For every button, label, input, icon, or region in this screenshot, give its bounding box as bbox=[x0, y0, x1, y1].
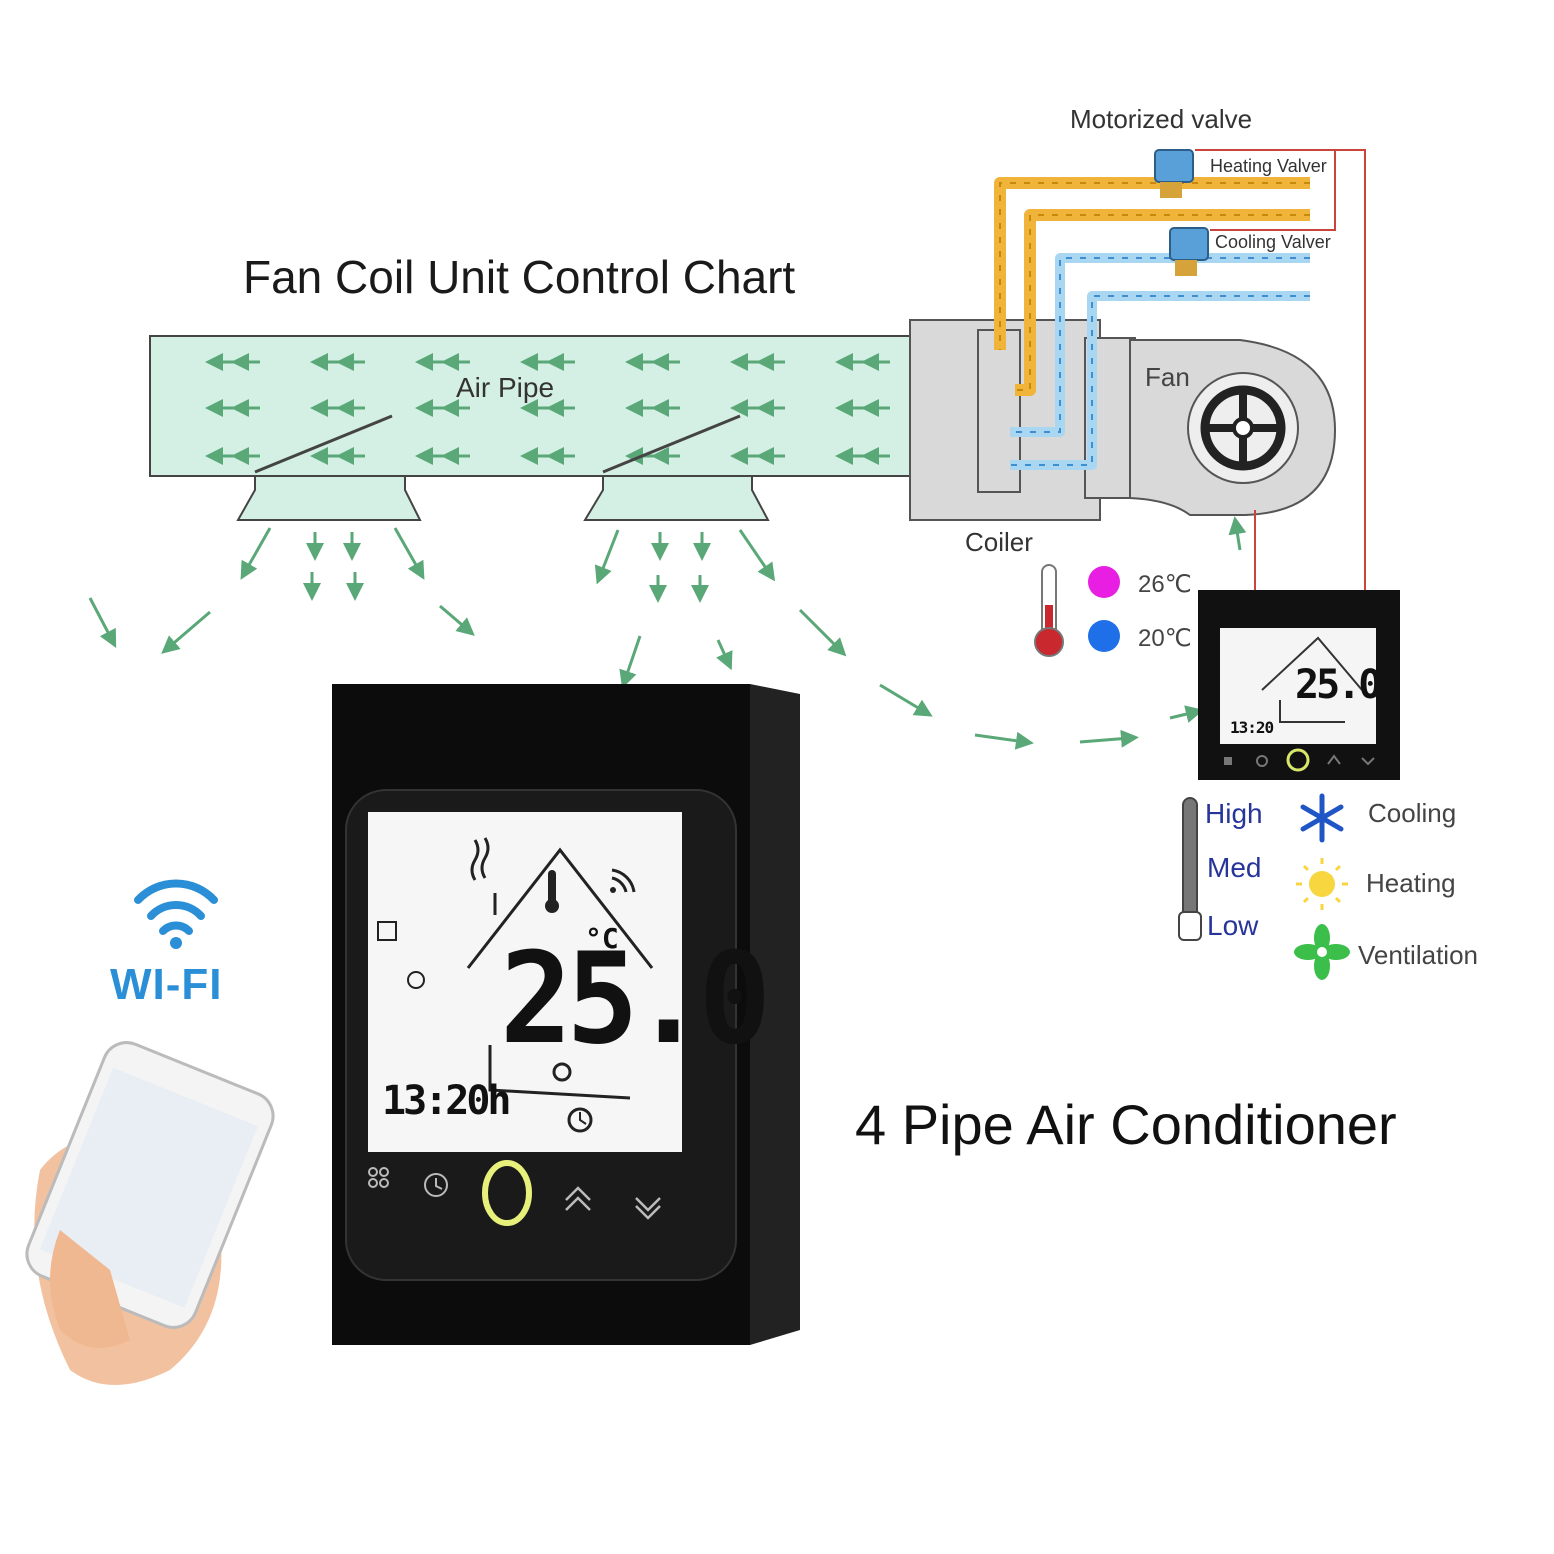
thermostat-time: 13:20h bbox=[382, 1078, 511, 1124]
down-button[interactable] bbox=[635, 1197, 661, 1220]
air-arrow bbox=[88, 597, 117, 648]
air-pipe-label: Air Pipe bbox=[456, 372, 555, 403]
air-arrow bbox=[716, 639, 733, 671]
air-arrow bbox=[974, 731, 1034, 750]
cooling-valve-icon bbox=[1169, 227, 1209, 276]
warm-temp-dot bbox=[1088, 566, 1120, 598]
air-arrow bbox=[1079, 729, 1139, 748]
clock-button[interactable] bbox=[424, 1173, 448, 1197]
sun-icon bbox=[1296, 858, 1348, 910]
air-arrow bbox=[161, 610, 211, 654]
fan-speed-high: High bbox=[1205, 798, 1263, 829]
smartphone-icon bbox=[25, 1041, 275, 1385]
air-diffuser-left bbox=[236, 414, 422, 521]
warm-temp-label: 26℃ bbox=[1138, 571, 1192, 598]
air-arrow bbox=[879, 683, 933, 717]
cool-temp-dot bbox=[1088, 620, 1120, 652]
fan-speed-med: Med bbox=[1207, 852, 1262, 883]
ventilation-icon bbox=[1294, 924, 1350, 980]
wifi-label: WI-FI bbox=[110, 960, 223, 1009]
product-title: 4 Pipe Air Conditioner bbox=[855, 1093, 1397, 1156]
mode-cooling-label: Cooling bbox=[1368, 798, 1457, 828]
mini-thermostat-time: 13:20 bbox=[1230, 718, 1274, 737]
air-arrow bbox=[439, 604, 475, 636]
coiler-label: Coiler bbox=[965, 527, 1033, 557]
coil-unit bbox=[909, 319, 1136, 521]
cold-pipe-dashes bbox=[1010, 257, 1310, 466]
hot-pipe-dashes bbox=[999, 182, 1310, 391]
air-arrow bbox=[594, 529, 620, 585]
control-wires bbox=[1195, 149, 1366, 590]
fan-label: Fan bbox=[1145, 362, 1190, 392]
motorized-valve-label: Motorized valve bbox=[1070, 104, 1253, 134]
menu-button[interactable] bbox=[368, 1167, 389, 1188]
air-arrow bbox=[798, 608, 847, 657]
wifi-dot bbox=[170, 937, 182, 949]
thermostat-device bbox=[332, 684, 800, 1345]
up-button[interactable] bbox=[565, 1186, 591, 1211]
diagram-title: Fan Coil Unit Control Chart bbox=[243, 251, 796, 303]
mini-thermostat bbox=[1198, 590, 1400, 780]
air-diffuser-right bbox=[583, 414, 770, 521]
thermostat-unit: °C bbox=[585, 922, 619, 955]
mode-ventilation-label: Ventilation bbox=[1358, 940, 1478, 970]
air-arrow bbox=[240, 527, 272, 580]
thermostat-temperature: 25.0 bbox=[500, 926, 771, 1073]
cooling-valve-label: Cooling Valver bbox=[1215, 232, 1331, 252]
wifi-icon bbox=[134, 879, 218, 935]
fan-speed-low: Low bbox=[1207, 910, 1259, 941]
heating-valve-icon bbox=[1154, 149, 1194, 198]
mode-heating-label: Heating bbox=[1366, 868, 1456, 898]
air-outflow-arrows bbox=[88, 516, 1247, 750]
mini-thermostat-temperature: 25.0 bbox=[1295, 662, 1382, 708]
fan-speed-bar bbox=[1178, 797, 1202, 941]
air-arrow bbox=[1169, 705, 1204, 723]
cool-temp-label: 20℃ bbox=[1138, 625, 1192, 652]
air-arrow bbox=[619, 635, 642, 689]
air-arrow bbox=[393, 527, 425, 580]
power-button[interactable] bbox=[482, 1160, 532, 1226]
air-arrow bbox=[738, 529, 776, 582]
air-arrow bbox=[1228, 516, 1247, 551]
snowflake-icon bbox=[1300, 793, 1344, 843]
thermometer-icon bbox=[1034, 564, 1064, 657]
heating-valve-label: Heating Valver bbox=[1210, 156, 1327, 176]
fan-icon bbox=[1129, 339, 1337, 516]
